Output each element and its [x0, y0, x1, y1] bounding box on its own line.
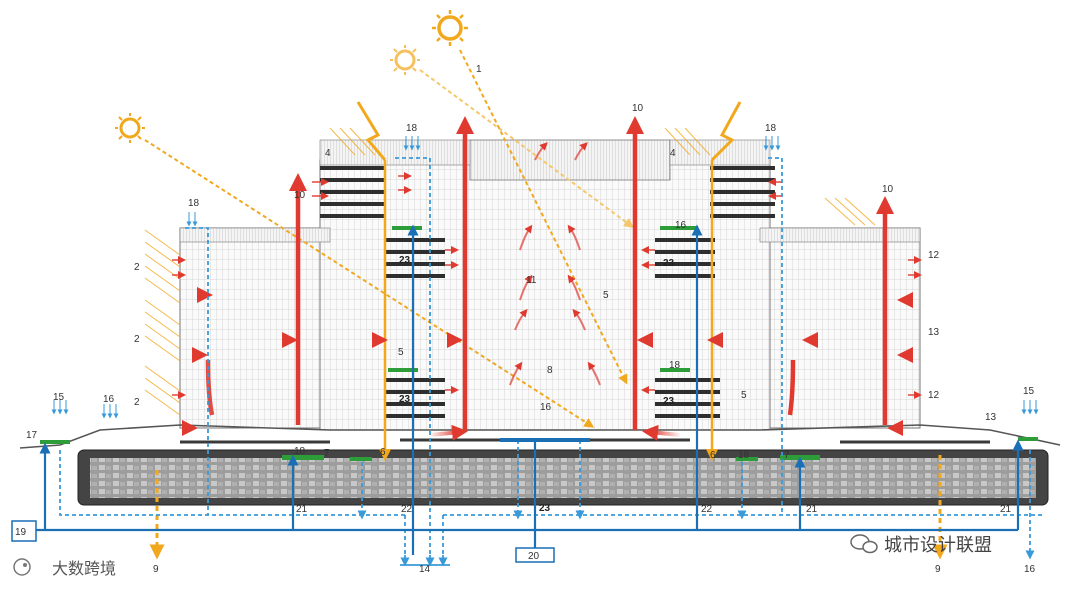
- label-8: 8: [547, 365, 553, 376]
- label-16: 16: [675, 220, 687, 231]
- atrium-roof: [470, 140, 670, 180]
- watermark-left: 大数跨境: [14, 559, 116, 578]
- label-21: 21: [806, 504, 818, 515]
- label-21: 21: [296, 504, 308, 515]
- label-5: 5: [741, 390, 747, 401]
- label-6: 6: [380, 447, 386, 458]
- label-7: 7: [324, 448, 330, 459]
- label-19: 19: [15, 527, 27, 538]
- label-23: 23: [663, 258, 675, 269]
- label-18: 18: [738, 450, 750, 461]
- label-2: 2: [134, 334, 140, 345]
- label-2: 2: [134, 397, 140, 408]
- label-20: 20: [528, 551, 540, 562]
- label-17: 17: [26, 430, 38, 441]
- label-18: 18: [406, 123, 418, 134]
- left-wing-roof: [180, 228, 330, 242]
- label-16: 16: [103, 394, 115, 405]
- basement-interior: [90, 458, 1036, 498]
- label-16: 16: [1024, 564, 1036, 575]
- left-roof-edge: [320, 140, 470, 165]
- watermark-right-text: 城市设计联盟: [884, 535, 992, 556]
- label-9: 9: [153, 564, 159, 575]
- label-16: 16: [540, 402, 552, 413]
- green-roof-edge-left: [40, 440, 70, 444]
- sun-icon: [432, 10, 468, 46]
- label-10: 10: [632, 103, 644, 114]
- wechat-icon: [851, 535, 877, 553]
- label-23: 23: [663, 396, 675, 407]
- left-wing-facade: [180, 228, 330, 428]
- label-2: 2: [134, 262, 140, 273]
- sun-icon: [390, 45, 420, 75]
- label-14: 14: [419, 564, 431, 575]
- label-21: 21: [1000, 504, 1012, 515]
- label-15: 15: [1023, 386, 1035, 397]
- watermark-logo-icon: [14, 559, 30, 575]
- label-7: 7: [784, 450, 790, 461]
- label-22: 22: [701, 504, 713, 515]
- label-13: 13: [985, 412, 997, 423]
- label-4: 4: [670, 148, 676, 159]
- label-11: 11: [526, 275, 537, 286]
- sun-icon: [115, 113, 145, 143]
- label-23: 23: [399, 394, 411, 405]
- label-9: 9: [935, 564, 941, 575]
- watermark-left-text: 大数跨境: [52, 559, 116, 578]
- label-12: 12: [928, 250, 940, 261]
- right-wing-roof: [760, 228, 920, 242]
- green-roof-left-tower: [392, 226, 422, 230]
- watermark-right: 城市设计联盟: [851, 535, 992, 556]
- label-13: 13: [928, 327, 940, 338]
- label-5: 5: [603, 290, 609, 301]
- label-5: 5: [398, 347, 404, 358]
- label-10: 10: [882, 184, 894, 195]
- label-18: 18: [765, 123, 777, 134]
- green-roof-edge-right: [1018, 437, 1038, 441]
- right-wing-facade: [760, 228, 920, 428]
- green-roof-basement-l2: [350, 457, 372, 461]
- label-10: 10: [294, 190, 306, 201]
- label-23: 23: [539, 503, 551, 514]
- label-1: 1: [476, 64, 482, 75]
- label-6: 6: [710, 450, 716, 461]
- label-18: 18: [188, 198, 200, 209]
- label-23: 23: [399, 255, 411, 266]
- label-22: 22: [401, 504, 413, 515]
- label-15: 15: [53, 392, 65, 403]
- label-12: 12: [928, 390, 940, 401]
- label-18: 18: [294, 446, 306, 457]
- label-4: 4: [325, 148, 331, 159]
- label-18: 18: [669, 360, 681, 371]
